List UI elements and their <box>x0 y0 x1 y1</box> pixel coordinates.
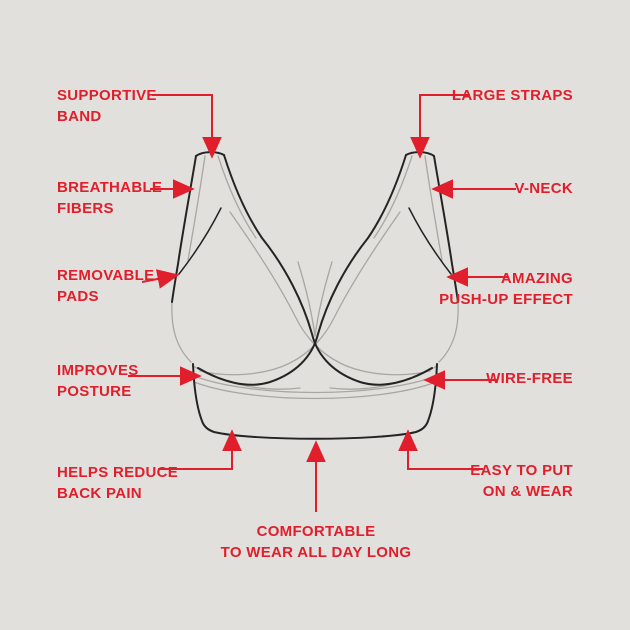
arrow-supportive-band <box>152 94 222 159</box>
callout-wire-free: WIRE-FREE <box>486 368 573 389</box>
callout-line: HELPS REDUCE <box>57 464 179 481</box>
right-wrap-crossover-edge <box>197 154 407 386</box>
right-strap-top-edge <box>405 151 435 157</box>
callout-breathable-fibers: BREATHABLE FIBERS <box>57 177 162 219</box>
band-seam-lower <box>193 381 437 400</box>
left-strap-outer-seam <box>187 155 206 261</box>
left-strap-outer-edge <box>171 155 197 303</box>
callout-line: EASY TO PUT <box>470 462 573 479</box>
left-side-sling-seam <box>178 207 222 275</box>
callout-line: BAND <box>57 108 102 125</box>
callout-line: TO WEAR ALL DAY LONG <box>220 544 412 561</box>
callout-line: REMOVABLE <box>57 267 155 284</box>
callout-line: AMAZING <box>500 270 573 287</box>
right-strap-inner-seam <box>373 155 413 239</box>
callout-removable-pads: REMOVABLE PADS <box>57 265 154 307</box>
callout-line: SUPPORTIVE <box>57 87 157 104</box>
callout-improves-posture: IMPROVES POSTURE <box>57 360 139 402</box>
band-seam-upper <box>193 375 437 394</box>
callout-large-straps: LARGE STRAPS <box>452 85 573 106</box>
arrow-removable-pads <box>141 269 180 289</box>
right-strap-outer-seam <box>424 155 443 261</box>
callout-line: BREATHABLE <box>57 179 163 196</box>
callout-line: COMFORTABLE <box>256 523 376 540</box>
callout-arrows <box>128 94 516 512</box>
callout-line: IMPROVES <box>57 362 139 379</box>
callout-amazing-push-up-effect: AMAZING PUSH-UP EFFECT <box>439 268 573 310</box>
left-strap-inner-seam <box>217 155 257 239</box>
bra-illustration <box>171 151 459 440</box>
left-wrap-crossover-edge <box>223 154 433 386</box>
callout-supportive-band: SUPPORTIVE BAND <box>57 85 157 127</box>
cleavage-left-seam <box>297 261 316 337</box>
right-wrap-echo-seam <box>199 211 401 376</box>
callout-line: FIBERS <box>57 200 114 217</box>
callout-line: POSTURE <box>57 383 132 400</box>
right-cup-outer-lower-edge <box>438 301 459 363</box>
callout-line: ON & WEAR <box>482 483 573 500</box>
callout-line: WIRE-FREE <box>486 370 573 387</box>
callout-helps-reduce-back-pain: HELPS REDUCE BACK PAIN <box>57 462 178 504</box>
cleavage-right-seam <box>314 261 333 337</box>
arrow-easy-to-put-on <box>398 429 483 470</box>
callout-line: PADS <box>57 288 99 305</box>
band-outline <box>192 363 438 440</box>
callout-v-neck: V-NECK <box>515 178 573 199</box>
callout-easy-to-put-on-and-wear: EASY TO PUT ON & WEAR <box>470 460 573 502</box>
arrow-helps-reduce-back-pain <box>158 429 242 470</box>
left-cup-outer-lower-edge <box>171 301 192 363</box>
callout-line: PUSH-UP EFFECT <box>439 291 573 308</box>
left-strap-top-edge <box>195 151 225 157</box>
callout-line: LARGE STRAPS <box>451 87 573 104</box>
left-wrap-echo-seam <box>229 211 431 376</box>
callout-comfortable-all-day: COMFORTABLE TO WEAR ALL DAY LONG <box>165 521 467 563</box>
callout-line: BACK PAIN <box>57 485 142 502</box>
callout-line: V-NECK <box>514 180 573 197</box>
arrow-large-straps <box>410 94 470 159</box>
